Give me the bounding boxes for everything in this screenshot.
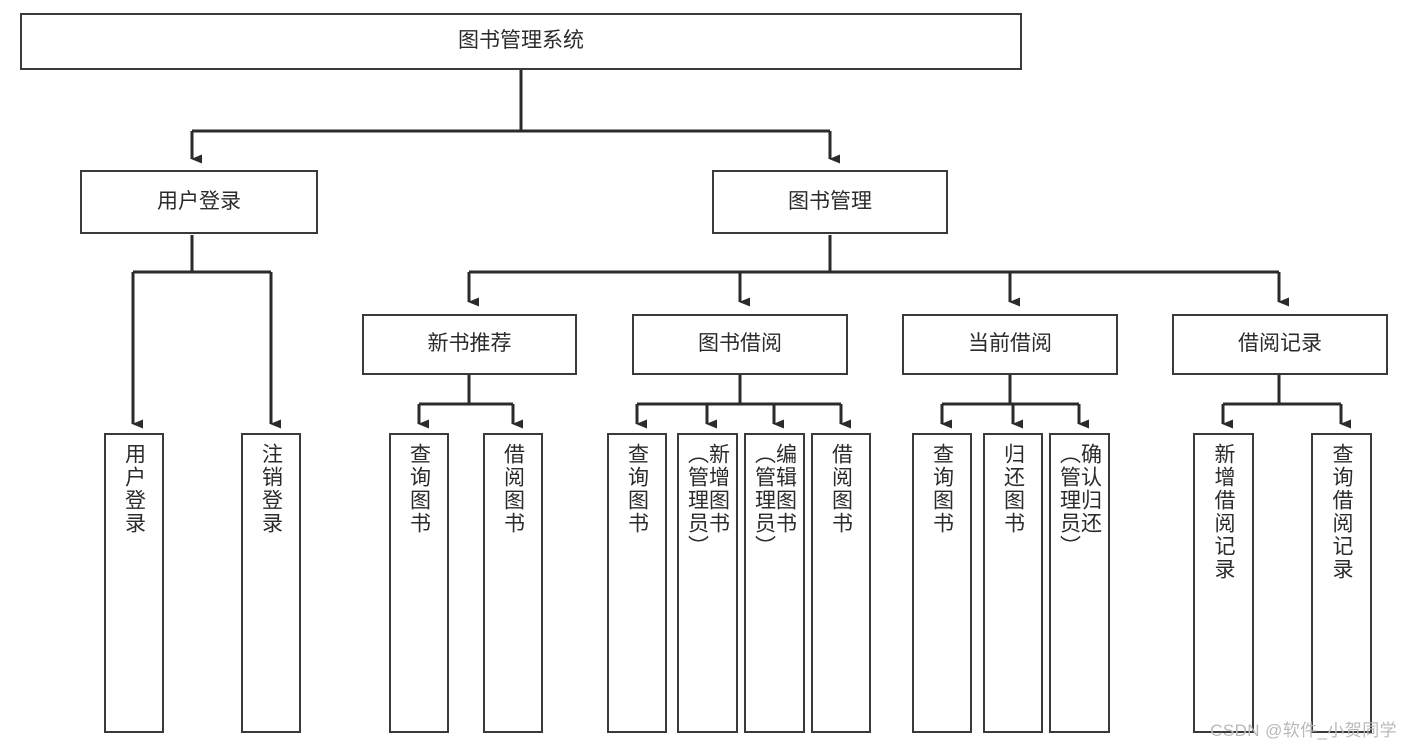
node-leaf-add-book-label: 新增图书 （管理员） [685, 443, 730, 558]
node-borrow-record-label: 借阅记录 [1238, 332, 1322, 356]
node-leaf-borrow-book-1-label: 借阅图书 [501, 443, 525, 535]
node-book-manage-label: 图书管理 [788, 189, 872, 213]
node-current-borrow[interactable]: 当前借阅 [902, 314, 1118, 375]
node-leaf-query-book-3[interactable]: 查询图书 [912, 433, 972, 733]
node-leaf-logout-login-label: 注销登录 [259, 443, 283, 535]
node-root-label: 图书管理系统 [458, 29, 584, 53]
node-current-borrow-label: 当前借阅 [968, 332, 1052, 356]
node-leaf-borrow-book-2-label: 借阅图书 [829, 443, 853, 535]
node-user-login[interactable]: 用户登录 [80, 170, 318, 234]
node-leaf-query-book-1-label: 查询图书 [407, 443, 431, 535]
node-leaf-query-book-2-label: 查询图书 [625, 443, 649, 535]
node-leaf-confirm-return[interactable]: 确认归还 （管理员） [1049, 433, 1110, 733]
node-book-manage[interactable]: 图书管理 [712, 170, 948, 234]
node-borrow-record[interactable]: 借阅记录 [1172, 314, 1388, 375]
node-leaf-query-record[interactable]: 查询借阅记录 [1311, 433, 1372, 733]
node-leaf-return-book[interactable]: 归还图书 [983, 433, 1043, 733]
node-leaf-user-login-label: 用户登录 [122, 443, 146, 535]
node-new-book-recommend-label: 新书推荐 [427, 332, 512, 356]
node-leaf-edit-book-label: 编辑图书 （管理员） [752, 443, 797, 558]
node-leaf-query-book-3-label: 查询图书 [930, 443, 954, 535]
node-leaf-borrow-book-1[interactable]: 借阅图书 [483, 433, 543, 733]
node-new-book-recommend[interactable]: 新书推荐 [362, 314, 577, 375]
node-leaf-add-record-label: 新增借阅记录 [1212, 443, 1235, 581]
node-leaf-query-record-label: 查询借阅记录 [1330, 443, 1353, 581]
node-leaf-edit-book[interactable]: 编辑图书 （管理员） [744, 433, 805, 733]
node-root[interactable]: 图书管理系统 [20, 13, 1022, 70]
node-leaf-borrow-book-2[interactable]: 借阅图书 [811, 433, 871, 733]
node-leaf-return-book-label: 归还图书 [1001, 443, 1025, 535]
node-book-borrow-label: 图书借阅 [698, 332, 782, 356]
node-leaf-add-record[interactable]: 新增借阅记录 [1193, 433, 1254, 733]
node-book-borrow[interactable]: 图书借阅 [632, 314, 848, 375]
node-leaf-add-book[interactable]: 新增图书 （管理员） [677, 433, 738, 733]
node-leaf-confirm-return-label: 确认归还 （管理员） [1057, 443, 1102, 558]
node-leaf-logout-login[interactable]: 注销登录 [241, 433, 301, 733]
node-leaf-query-book-2[interactable]: 查询图书 [607, 433, 667, 733]
node-leaf-query-book-1[interactable]: 查询图书 [389, 433, 449, 733]
node-user-login-label: 用户登录 [157, 189, 241, 213]
node-leaf-user-login[interactable]: 用户登录 [104, 433, 164, 733]
